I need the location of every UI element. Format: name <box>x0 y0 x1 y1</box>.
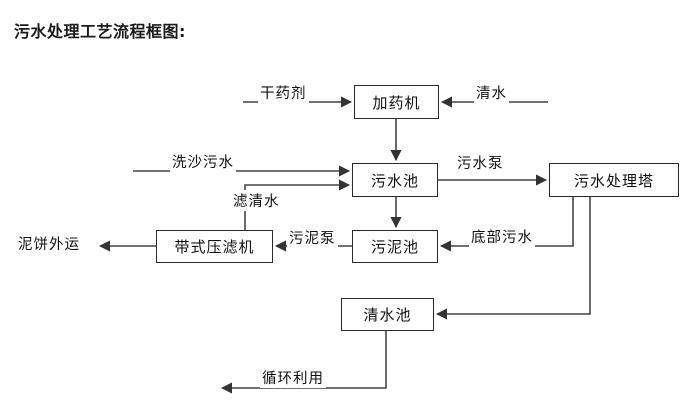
edge-label-sand-washing-water: 洗沙污水 <box>170 151 236 172</box>
edge-label-clean-water-in: 清水 <box>474 82 509 103</box>
node-treatment-tower[interactable]: 污水处理塔 <box>549 163 679 197</box>
edge-label-filtered-water: 滤清水 <box>231 190 282 211</box>
edge-label-sewage-pump: 污水泵 <box>455 152 506 173</box>
terminal-label-mud-cake-export: 泥饼外运 <box>18 237 80 253</box>
node-label: 污泥池 <box>370 238 419 256</box>
node-clean-water-pool[interactable]: 清水池 <box>341 298 434 331</box>
node-label: 污水处理塔 <box>573 171 654 190</box>
node-label: 加药机 <box>372 93 421 112</box>
edge-label-dry-reagent: 干药剂 <box>258 82 309 103</box>
node-label: 带式压滤机 <box>174 238 255 256</box>
node-dosing-machine[interactable]: 加药机 <box>354 85 439 119</box>
node-label: 清水池 <box>363 306 412 324</box>
node-belt-filter-press[interactable]: 带式压滤机 <box>156 230 273 263</box>
node-sewage-pool[interactable]: 污水池 <box>352 163 438 197</box>
wire-clean-pool-to-recycle <box>220 331 387 394</box>
node-label: 污水池 <box>370 171 419 190</box>
node-sludge-pool[interactable]: 污泥池 <box>352 230 438 263</box>
wire-tower-to-clean-pool <box>435 197 591 320</box>
edge-label-recycle-use: 循环利用 <box>260 367 326 388</box>
page-title: 污水处理工艺流程框图: <box>14 22 186 41</box>
edge-label-bottom-sewage: 底部污水 <box>469 226 535 247</box>
edge-label-sludge-pump: 污泥泵 <box>287 227 338 248</box>
wire-filtered-water-to-sewage-pool <box>244 179 351 230</box>
